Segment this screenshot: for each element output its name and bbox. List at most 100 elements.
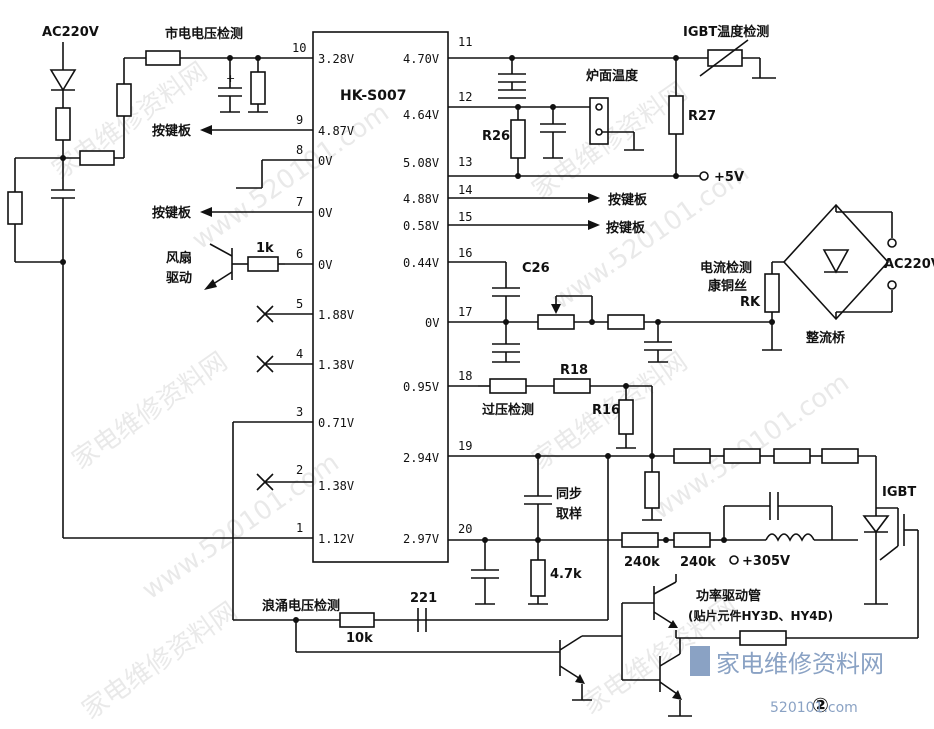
- logo-text: 家电维修资料网: [716, 650, 884, 678]
- no-connect-icon: [256, 305, 274, 323]
- pin-voltage: 0.44V: [403, 256, 439, 270]
- resistor-r18: [553, 378, 591, 394]
- pin-number: 9: [296, 113, 303, 127]
- fan-drive-label: 风扇: [166, 250, 192, 266]
- power-drive-label: 功率驱动管: [696, 588, 761, 604]
- potentiometer: [537, 314, 575, 330]
- logo-url: 520101.com: [770, 700, 858, 716]
- mains-input: AC220V 市电电压检测 +: [7, 25, 285, 539]
- fan-drive-label: 驱动: [166, 271, 192, 286]
- watermark-layer: 家电维修资料网 www.520101.com 家电维修资料网 www.52010…: [47, 57, 855, 726]
- surface-temp-label: 炉面温度: [586, 68, 639, 84]
- pin-number: 6: [296, 247, 303, 261]
- pin-voltage: 0V: [318, 206, 332, 220]
- manganin-label: 康铜丝: [708, 278, 747, 294]
- watermark-url: www.520101.com: [187, 98, 395, 256]
- pin-voltage: 5.08V: [403, 156, 439, 170]
- pin-number: 5: [296, 297, 303, 311]
- ac220-left-label: AC220V: [42, 25, 99, 40]
- keyboard-label: 按键板: [152, 123, 192, 139]
- temp-sensing: IGBT温度检测 R27 R26 炉面温度: [478, 24, 776, 185]
- ic-hk-s007: HK-S007: [312, 31, 449, 563]
- diode-icon: [822, 249, 850, 274]
- sync-sampling: 同步 取样: [478, 448, 877, 620]
- pin-number: 13: [458, 155, 472, 169]
- pin-number: 19: [458, 439, 472, 453]
- pin-number: 2: [296, 463, 303, 477]
- pin-voltage: 0V: [318, 258, 332, 272]
- pin-voltage: 1.38V: [318, 479, 354, 493]
- resistor-240k: [673, 532, 711, 548]
- ic-left-pins: 10 3.28V 9 4.87V 8 0V 7 0V 6 0V 5 1.88V …: [233, 41, 354, 546]
- pin-voltage: 0.95V: [403, 380, 439, 394]
- pin20-network: 4.7k 240k 240k +305V: [471, 492, 858, 605]
- inductor-coil: [765, 533, 815, 542]
- resistor-10k: [339, 612, 375, 628]
- resistor: [821, 448, 859, 464]
- site-logo: 家电维修资料网 520101.com: [690, 646, 884, 716]
- igbt-temp-label: IGBT温度检测: [683, 24, 769, 40]
- rk-label: RK: [740, 295, 761, 310]
- c221-label: 221: [410, 591, 437, 606]
- pin-number: 15: [458, 210, 472, 224]
- logo-icon: [690, 646, 710, 676]
- sync-label: 取样: [556, 506, 582, 522]
- watermark-text: 家电维修资料网: [527, 77, 693, 206]
- smd-note-label: (贴片元件HY3D、HY4D): [688, 608, 833, 623]
- power-drive-transistors: 功率驱动管 (贴片元件HY3D、HY4D): [559, 574, 833, 717]
- pin-number: 12: [458, 90, 472, 104]
- watermark-text: 家电维修资料网: [77, 597, 243, 726]
- ic-body: [312, 31, 449, 563]
- resistor: [55, 107, 71, 141]
- pin-voltage: 4.87V: [318, 124, 354, 138]
- pin-number: 14: [458, 183, 472, 197]
- r-10k-label: 10k: [346, 631, 373, 646]
- ac220-right-label: AC220V: [884, 257, 934, 272]
- resistor-r16: [618, 399, 634, 435]
- sync-label: 同步: [556, 486, 582, 502]
- pin-voltage: 2.97V: [403, 532, 439, 546]
- pin-number: 8: [296, 143, 303, 157]
- keyboard-label: 按键板: [608, 192, 648, 208]
- resistor-r27: [668, 95, 684, 135]
- keyboard-label: 按键板: [152, 205, 192, 221]
- resistor-r26: [510, 119, 526, 159]
- resistor: [673, 448, 711, 464]
- resistor: [116, 83, 132, 117]
- pin-voltage: 0.58V: [403, 219, 439, 233]
- r16-label: R16: [592, 403, 620, 418]
- pin-number: 7: [296, 195, 303, 209]
- current-detect-label: 电流检测: [700, 260, 752, 276]
- fan-drive: 1k 风扇 驱动: [166, 241, 285, 290]
- pin-voltage: 4.64V: [403, 108, 439, 122]
- pin-number: 16: [458, 246, 472, 260]
- diode-icon: [49, 69, 77, 92]
- resistor: [79, 150, 115, 166]
- keyboard-label: 按键板: [606, 220, 646, 236]
- bridge-label: 整流桥: [805, 330, 846, 346]
- resistor: [773, 448, 811, 464]
- ic-name: HK-S007: [340, 88, 406, 104]
- pin-number: 11: [458, 35, 472, 49]
- pin-voltage: 4.88V: [403, 192, 439, 206]
- igbt-device: IGBT: [786, 485, 919, 639]
- keyboard-links-left: 按键板 按键板: [152, 123, 285, 221]
- r27-label: R27: [688, 109, 716, 124]
- rectifier-bridge: AC220V 整流桥: [782, 203, 934, 346]
- unused-pin-marks: [256, 305, 274, 491]
- pin-number: 20: [458, 522, 472, 536]
- resistor: [7, 191, 23, 225]
- pin-number: 18: [458, 369, 472, 383]
- surge-label: 浪涌电压检测: [262, 598, 340, 614]
- pin-number: 10: [292, 41, 306, 55]
- resistor-4k7: [530, 559, 546, 597]
- pin-voltage: 0V: [425, 316, 439, 330]
- diode-icon: [862, 515, 890, 534]
- pin-voltage: 1.38V: [318, 358, 354, 372]
- resistor: [739, 630, 787, 646]
- pin-voltage: 0V: [318, 154, 332, 168]
- keyboard-links-right: 按键板 按键板: [478, 192, 648, 236]
- resistor: [644, 471, 660, 509]
- pin-number: 17: [458, 305, 472, 319]
